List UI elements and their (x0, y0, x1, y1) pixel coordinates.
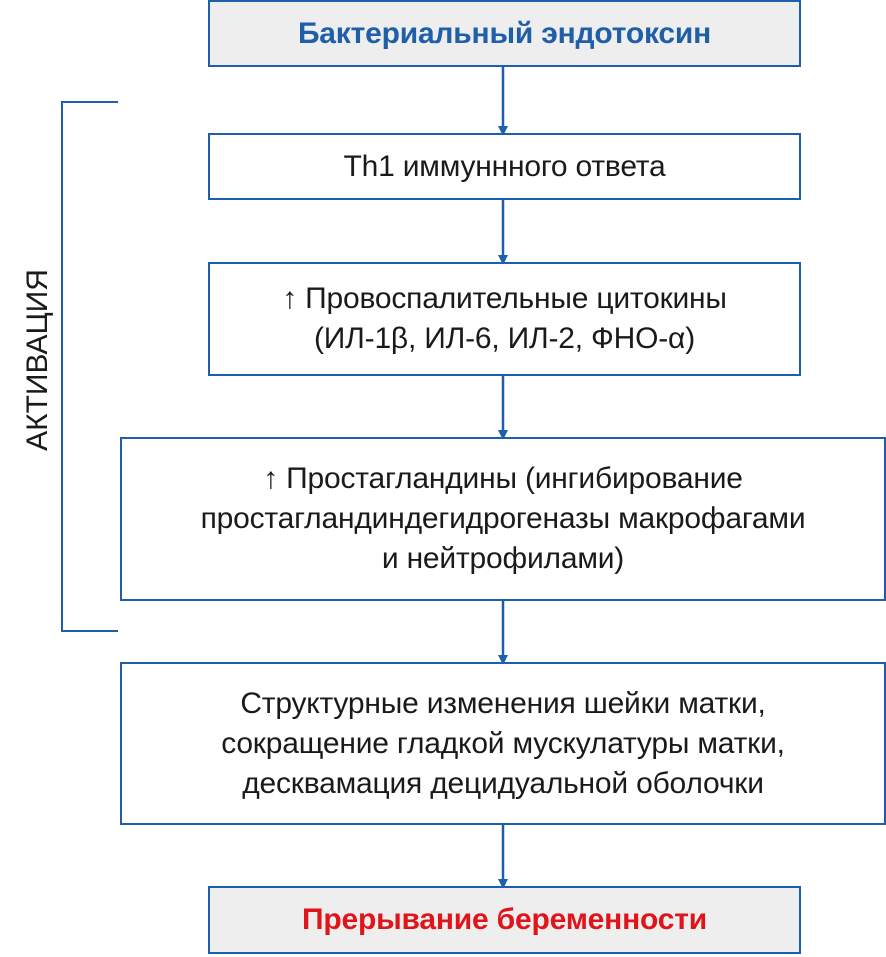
activation-bracket (61, 101, 118, 632)
node-structural-changes-label: Структурные изменения шейки матки, сокра… (221, 686, 785, 800)
node-cytokines: ↑ Провоспалительные цитокины (ИЛ-1β, ИЛ-… (208, 262, 801, 376)
node-endotoxin-label: Бактериальный эндотоксин (297, 16, 712, 50)
activation-label: АКТИВАЦИЯ (21, 269, 55, 451)
node-th1: Th1 иммуннного ответа (208, 133, 801, 200)
node-termination-label: Прерывание беременности (302, 903, 707, 936)
node-prostaglandins-label: ↑ Простагландины (ингибирование простагл… (200, 462, 806, 575)
node-prostaglandins: ↑ Простагландины (ингибирование простагл… (120, 437, 886, 601)
node-structural-changes: Структурные изменения шейки матки, сокра… (120, 662, 886, 825)
node-termination: Прерывание беременности (208, 886, 801, 954)
activation-label-wrapper: АКТИВАЦИЯ (8, 240, 68, 480)
node-cytokines-label: ↑ Провоспалительные цитокины (ИЛ-1β, ИЛ-… (282, 282, 727, 355)
node-endotoxin: Бактериальный эндотоксин (208, 0, 801, 67)
node-th1-label: Th1 иммуннного ответа (343, 149, 666, 183)
